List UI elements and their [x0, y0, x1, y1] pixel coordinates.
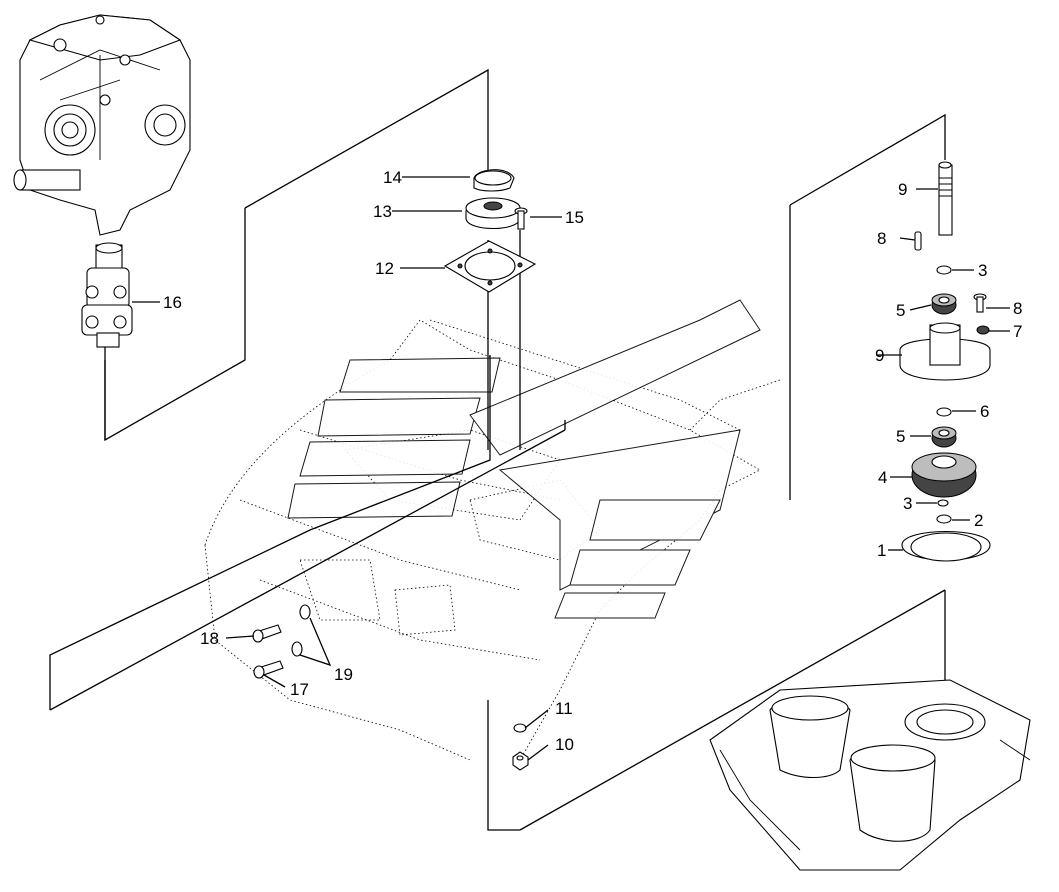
callout-3-lower: 3	[903, 494, 912, 513]
callout-13: 11	[555, 699, 573, 718]
callout-15: 13	[373, 202, 392, 221]
gearbox-assembly	[13, 14, 191, 236]
callout-6: 6	[980, 402, 989, 421]
callout-labels: 14 13 15 12 16 9 8 3 5 8 7 9 6 5 4 3 2 1…	[163, 168, 1022, 754]
callout-19: 17	[290, 680, 309, 699]
callout-4: 4	[878, 468, 887, 487]
callout-17: 15	[565, 208, 584, 227]
callout-5-lower: 5	[896, 427, 905, 446]
callout-21: 19	[334, 665, 353, 684]
rotor-gearbox-housing	[709, 679, 1031, 871]
callout-7: 7	[1013, 322, 1022, 341]
callout-12: 10	[555, 735, 574, 754]
gear-drive-stack	[899, 161, 991, 562]
callout-8: 8	[1013, 299, 1022, 318]
callout-1: 1	[877, 541, 886, 560]
callout-9: 9	[875, 346, 884, 365]
callout-20: 18	[200, 629, 219, 648]
watermark-logo	[287, 299, 761, 619]
universal-joint-18	[81, 242, 133, 348]
leader-lines	[132, 176, 1010, 761]
callout-10: 8	[877, 229, 886, 248]
callout-18: 16	[163, 293, 182, 312]
fasteners	[252, 604, 529, 771]
callout-11: 9	[898, 180, 907, 199]
callout-5-upper: 5	[896, 301, 905, 320]
callout-14: 12	[375, 259, 394, 278]
callout-16: 14	[383, 168, 402, 187]
cover-parts-14-17	[443, 169, 537, 293]
callout-2: 2	[974, 511, 983, 530]
callout-3-upper: 3	[978, 261, 987, 280]
assembly-guide-lines	[49, 68, 946, 831]
